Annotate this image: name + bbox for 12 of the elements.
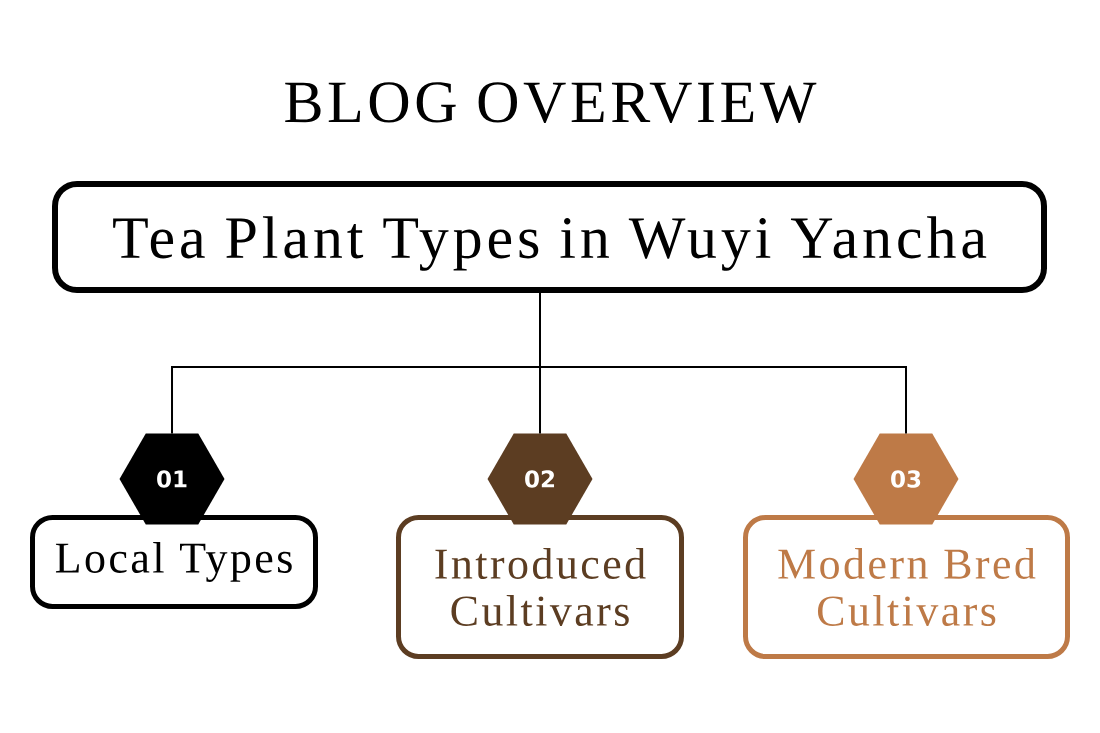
connector-line (539, 292, 541, 368)
category-box: Introduced Cultivars (396, 515, 684, 659)
heading: BLOG OVERVIEW (285, 82, 817, 123)
category-box: Local Types (30, 515, 318, 609)
topic-box: Tea Plant Types in Wuyi Yancha (52, 181, 1047, 293)
number-hexagon: 01 (119, 433, 225, 525)
number-hexagon: 03 (853, 433, 959, 525)
connector-line (171, 366, 541, 435)
connector-line (539, 366, 541, 435)
number-hexagon: 02 (487, 433, 593, 525)
connector-line (539, 366, 907, 435)
category-box: Modern Bred Cultivars (743, 515, 1070, 659)
